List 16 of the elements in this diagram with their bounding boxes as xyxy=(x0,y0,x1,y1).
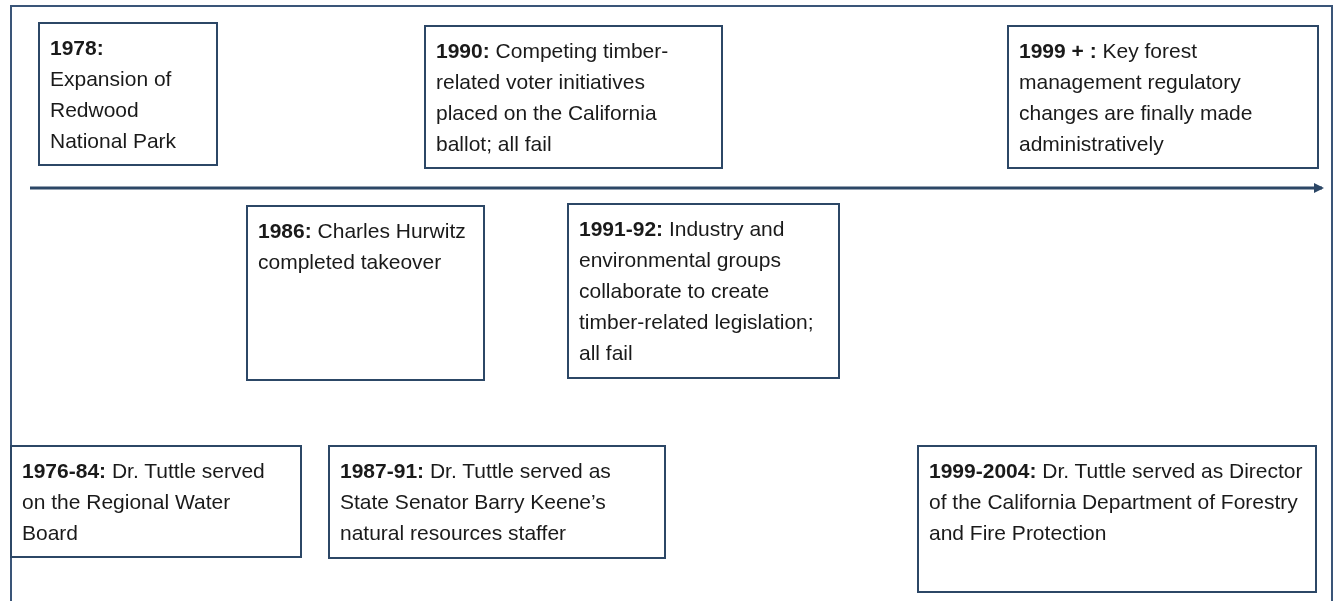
event-box xyxy=(1007,25,1319,169)
event-text: 1999 + : Key forest management regulatory changes are finally made administratively xyxy=(1019,38,1254,157)
event-text: 1978: Expansion of Redwood National Park xyxy=(50,35,178,154)
event-box xyxy=(10,445,302,558)
event-box xyxy=(328,445,666,559)
event-text: 1976-84: Dr. Tuttle served on the Regional Water Board xyxy=(22,458,266,546)
event-text: 1986: Charles Hurwitz completed takeover xyxy=(258,218,467,275)
event-box xyxy=(38,22,218,166)
event-text: 1999-2004: Dr. Tuttle served as Director of the California Department of Forestry and Fire Protection xyxy=(929,458,1304,546)
event-box xyxy=(917,445,1317,593)
event-box xyxy=(567,203,840,379)
event-text: 1990: Competing timber-related voter initiatives placed on the California ballot; all fail xyxy=(436,38,670,157)
event-box xyxy=(246,205,485,381)
event-box xyxy=(424,25,723,169)
event-text: 1987-91: Dr. Tuttle served as State Senator Barry Keene’s natural resources staffer xyxy=(340,458,612,546)
event-text: 1991-92: Industry and environmental groups collaborate to create timber-related legislation; all fail xyxy=(579,216,815,366)
